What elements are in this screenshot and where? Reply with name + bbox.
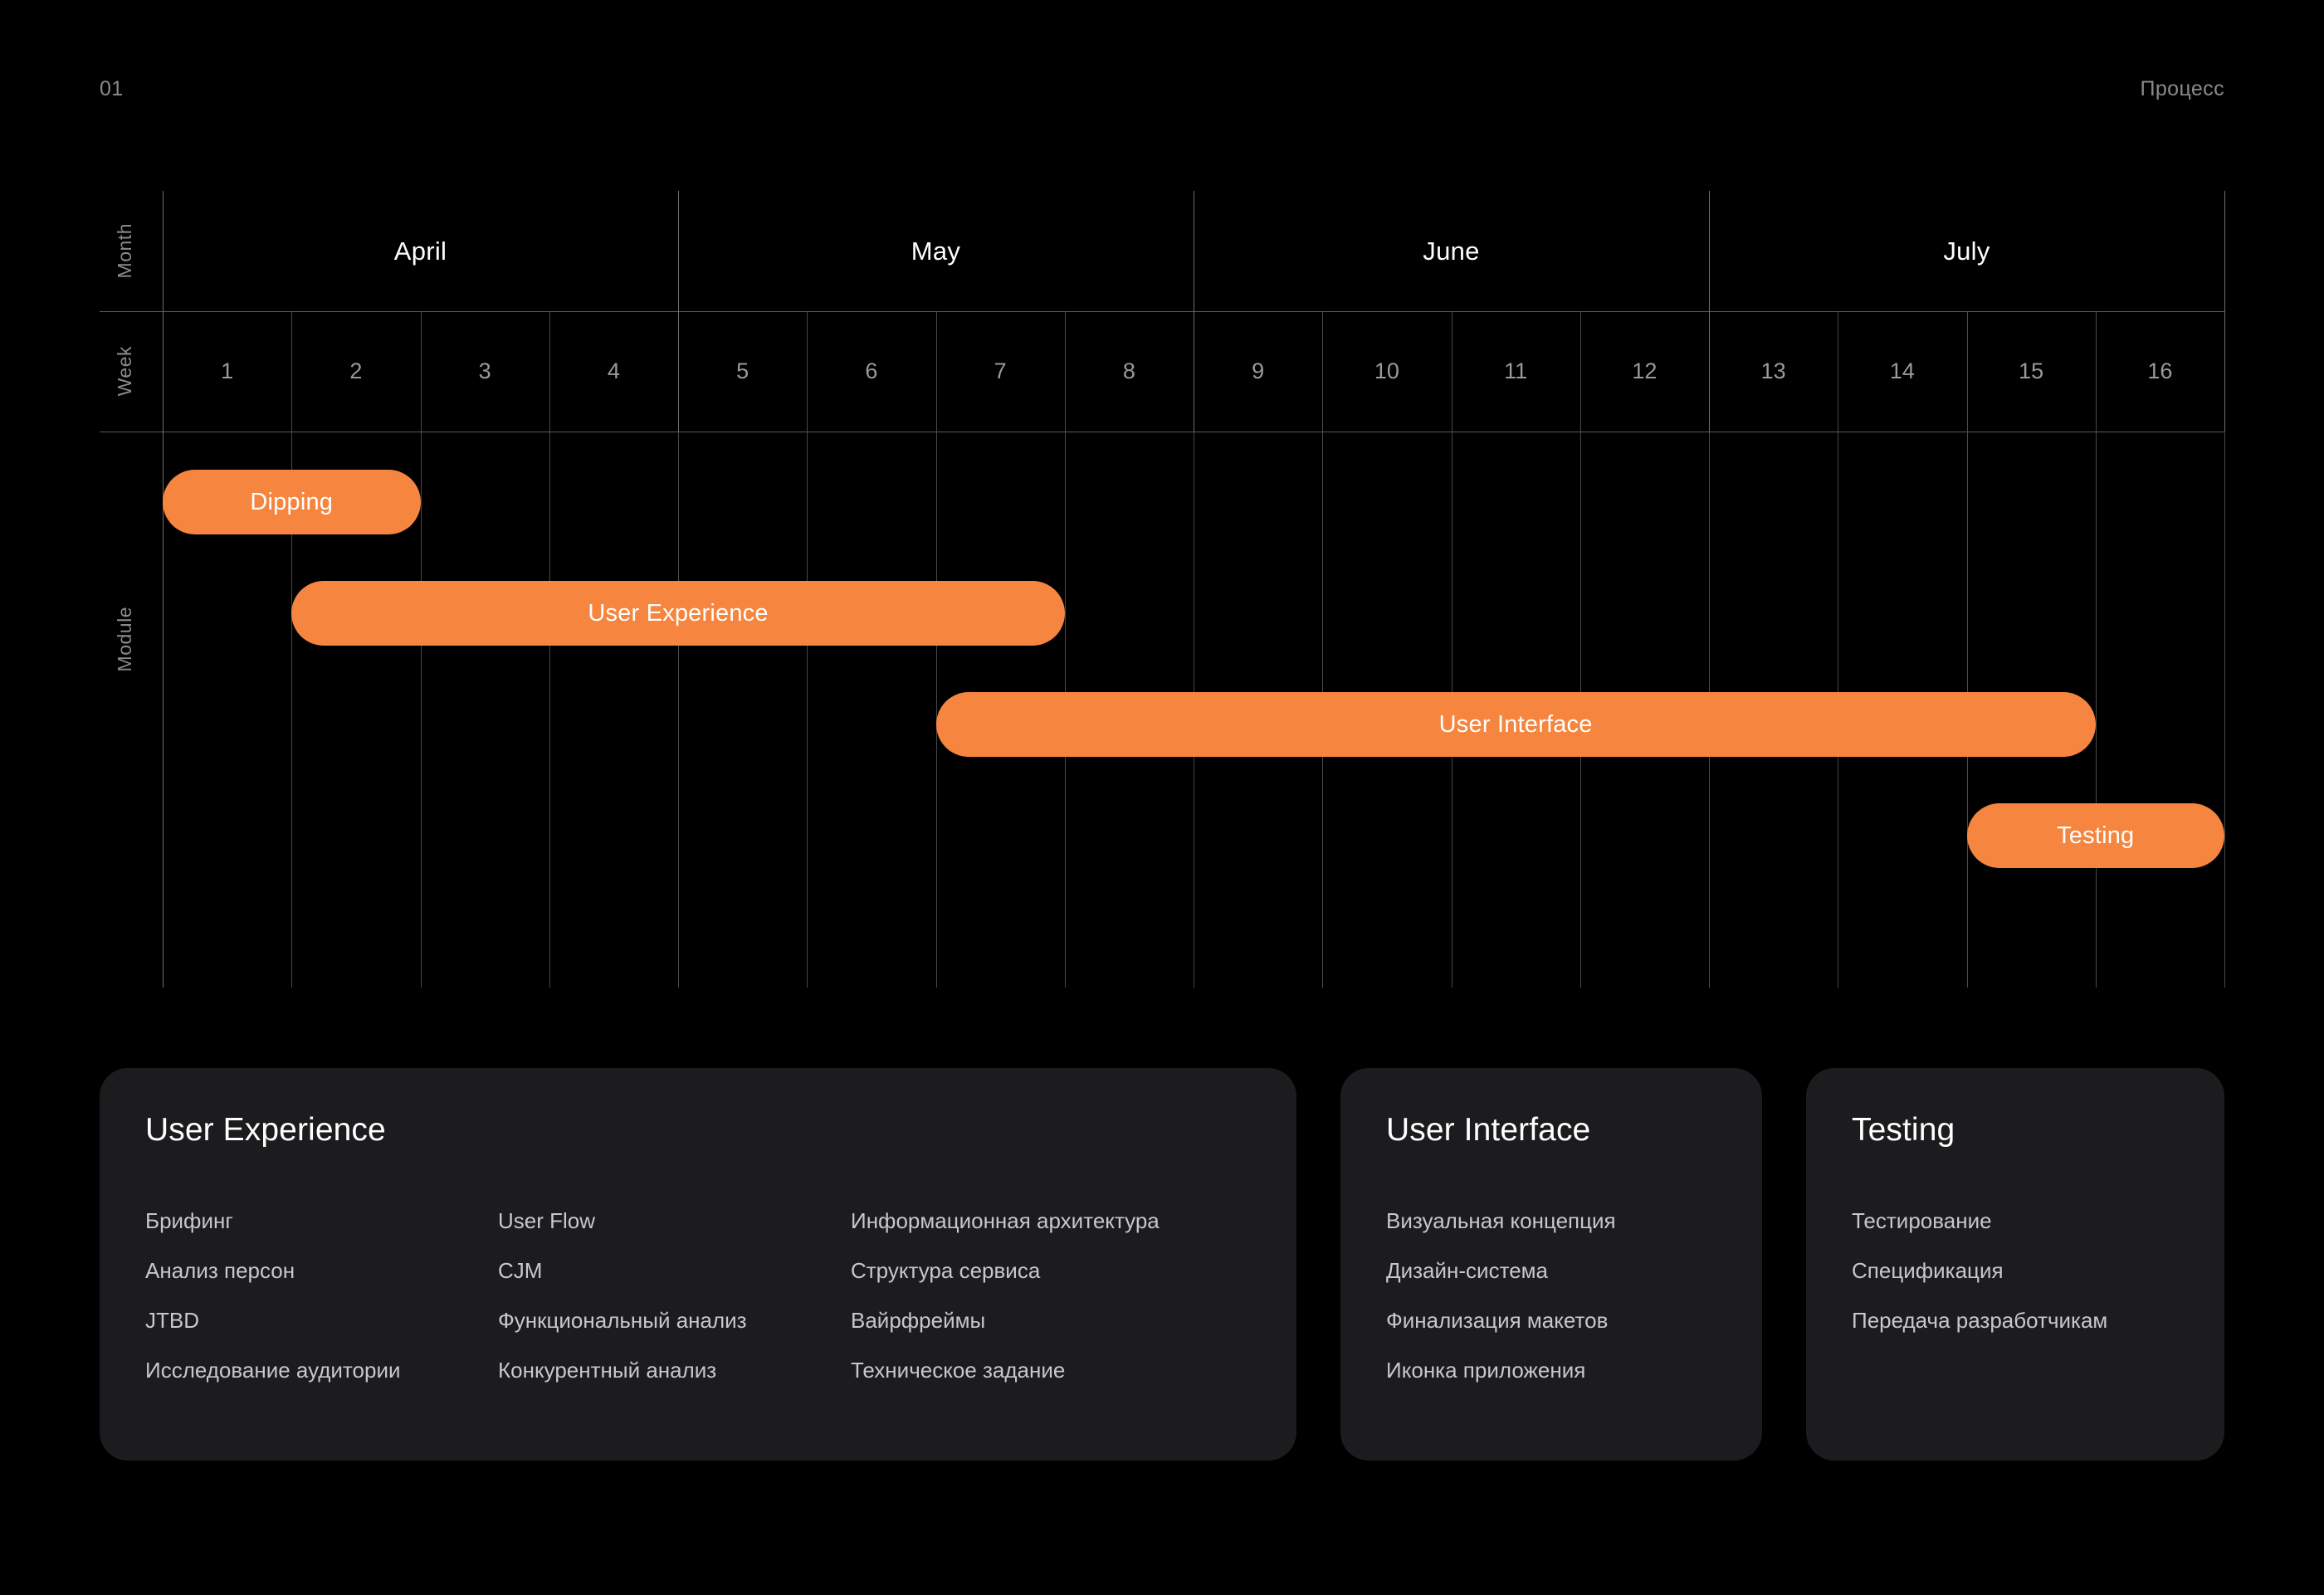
list-item[interactable]: Функциональный анализ xyxy=(498,1308,747,1333)
week-label-13: 13 xyxy=(1760,359,1786,383)
week-label-2: 2 xyxy=(349,359,363,383)
list-item[interactable]: Передача разработчикам xyxy=(1852,1308,2108,1333)
grid-week-line xyxy=(1709,311,1710,988)
list-item[interactable]: Спецификация xyxy=(1852,1258,2004,1283)
month-label-july: July xyxy=(1943,236,1990,266)
grid-week-line xyxy=(935,311,937,988)
gantt-bar-dipping[interactable]: Dipping xyxy=(163,470,421,534)
grid-hrule-month-week xyxy=(100,311,2224,312)
week-label-7: 7 xyxy=(994,359,1007,383)
section-label: Процесс xyxy=(2140,77,2224,100)
week-label-10: 10 xyxy=(1374,359,1399,383)
grid-week-line xyxy=(420,311,422,988)
list-item[interactable]: Визуальная концепция xyxy=(1386,1208,1616,1233)
list-item[interactable]: Техническое задание xyxy=(851,1358,1066,1383)
axis-caption-month-text: Month xyxy=(113,223,135,279)
grid-week-line xyxy=(678,311,679,988)
gantt-bar-user-interface[interactable]: User Interface xyxy=(935,692,2096,757)
week-label-9: 9 xyxy=(1252,359,1265,383)
list-item[interactable]: Вайрфреймы xyxy=(851,1308,986,1333)
month-label-april: April xyxy=(393,236,447,266)
list-item[interactable]: JTBD xyxy=(145,1308,199,1333)
page-number: 01 xyxy=(100,77,124,100)
axis-caption-module: Module xyxy=(100,432,149,846)
week-label-5: 5 xyxy=(736,359,749,383)
card-title-user-interface: User Interface xyxy=(1386,1112,1591,1148)
grid-week-line xyxy=(549,311,550,988)
week-label-6: 6 xyxy=(865,359,878,383)
week-label-1: 1 xyxy=(221,359,234,383)
axis-caption-week-text: Week xyxy=(113,346,135,397)
week-label-16: 16 xyxy=(2147,359,2173,383)
grid-week-line xyxy=(1579,311,1581,988)
grid-axis-line xyxy=(163,191,164,988)
card-title-user-experience: User Experience xyxy=(145,1112,386,1148)
grid-week-line xyxy=(1064,311,1066,988)
list-item[interactable]: Тестирование xyxy=(1852,1208,1992,1233)
grid-week-line xyxy=(291,311,293,988)
page-header: 01 Процесс xyxy=(100,77,2224,101)
list-item[interactable]: Исследование аудитории xyxy=(145,1358,401,1383)
list-item[interactable]: Брифинг xyxy=(145,1208,233,1233)
grid-month-line xyxy=(1709,191,1710,432)
list-item[interactable]: Информационная архитектура xyxy=(851,1208,1160,1233)
list-item[interactable]: CJM xyxy=(498,1258,543,1283)
grid-month-line xyxy=(678,191,679,432)
axis-caption-month: Month xyxy=(100,191,149,311)
grid-month-line-end xyxy=(2224,191,2225,432)
week-label-14: 14 xyxy=(1889,359,1915,383)
card-title-testing: Testing xyxy=(1852,1112,1955,1148)
week-label-3: 3 xyxy=(478,359,491,383)
grid-week-line xyxy=(1322,311,1324,988)
week-label-4: 4 xyxy=(607,359,620,383)
axis-caption-week: Week xyxy=(100,311,149,432)
list-item[interactable]: User Flow xyxy=(498,1208,596,1233)
week-label-11: 11 xyxy=(1504,359,1528,383)
list-item[interactable]: Дизайн-система xyxy=(1386,1258,1548,1283)
axis-caption-module-text: Module xyxy=(113,606,135,672)
month-label-may: May xyxy=(911,236,961,266)
week-label-15: 15 xyxy=(2019,359,2044,383)
list-item[interactable]: Структура сервиса xyxy=(851,1258,1041,1283)
list-item[interactable]: Иконка приложения xyxy=(1386,1358,1586,1383)
week-label-12: 12 xyxy=(1632,359,1658,383)
month-label-june: June xyxy=(1423,236,1480,266)
grid-week-line xyxy=(2224,311,2225,988)
grid-week-line xyxy=(2095,311,2097,988)
gantt-bar-user-experience[interactable]: User Experience xyxy=(291,581,1065,646)
week-label-8: 8 xyxy=(1122,359,1135,383)
list-item[interactable]: Конкурентный анализ xyxy=(498,1358,717,1383)
grid-week-line xyxy=(807,311,808,988)
list-item[interactable]: Анализ персон xyxy=(145,1258,295,1283)
gantt-bar-testing[interactable]: Testing xyxy=(1966,803,2224,868)
grid-week-line xyxy=(1966,311,1968,988)
list-item[interactable]: Финализация макетов xyxy=(1386,1308,1609,1333)
